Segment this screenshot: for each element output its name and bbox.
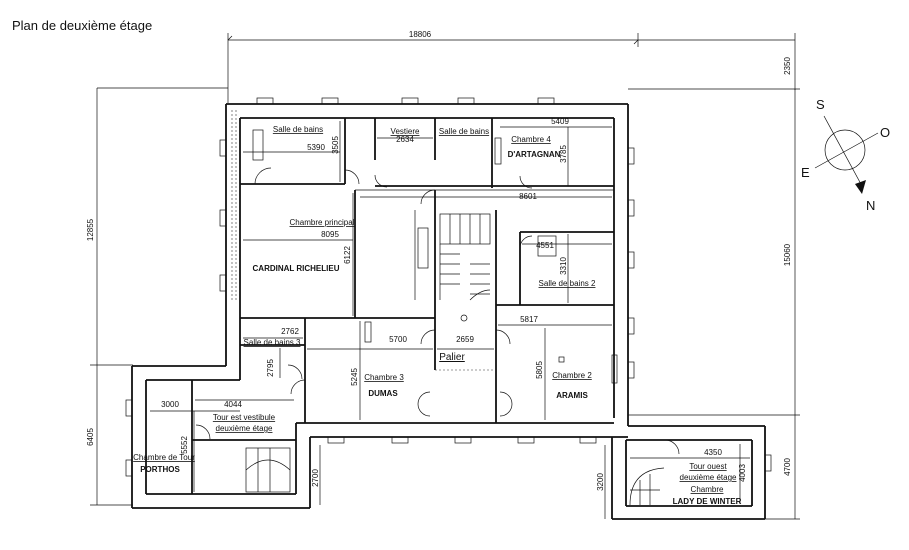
- dim-4551: 4551: [536, 241, 554, 250]
- dim-6122: 6122: [343, 246, 352, 264]
- compass-north-arrow: [855, 180, 866, 194]
- dim-8601: 8601: [519, 192, 537, 201]
- room-lady-de-winter: LADY DE WINTER: [673, 497, 742, 506]
- interior-partitions: [191, 110, 614, 494]
- room-salle-de-bains-2: Salle de bains: [439, 127, 489, 136]
- dim-2634: 2634: [396, 135, 414, 144]
- dim-5805: 5805: [535, 361, 544, 379]
- dim-2659: 2659: [456, 335, 474, 344]
- room-tour-est-1: Tour est vestibule: [213, 413, 276, 422]
- dim-4003: 4003: [738, 464, 747, 482]
- dim-bottom-left-small: 2700: [311, 469, 320, 487]
- room-salle-de-bains-bain2: Salle de bains 2: [539, 279, 596, 288]
- compass-n: N: [866, 198, 875, 213]
- compass-e: E: [801, 165, 810, 180]
- compass: S O E N: [801, 97, 890, 213]
- room-chambre-de-tour: Chambre de Tour: [133, 453, 195, 462]
- dim-3505: 3505: [331, 136, 340, 154]
- room-chambre-4: Chambre 4: [511, 135, 551, 144]
- room-vestiere: Vestiere: [391, 127, 420, 136]
- room-palier: Palier: [439, 352, 465, 363]
- room-cardinal-richelieu: CARDINAL RICHELIEU: [253, 264, 340, 273]
- compass-o: O: [880, 125, 890, 140]
- dim-3310: 3310: [559, 257, 568, 275]
- windows: [125, 97, 772, 477]
- dim-5390: 5390: [307, 143, 325, 152]
- dim-4350: 4350: [704, 448, 722, 457]
- dim-bottom-right-small: 3200: [596, 473, 605, 491]
- dim-top-width: 18806: [409, 30, 432, 39]
- room-salle-de-bains-3: Salle de bains 3: [244, 338, 301, 347]
- dim-5817: 5817: [520, 315, 538, 324]
- room-dartagnan: D'ARTAGNAN: [508, 150, 561, 159]
- dim-bottom-left-height: 6405: [86, 428, 95, 446]
- staircase-left-tower: [245, 447, 291, 493]
- doors: [195, 167, 680, 455]
- room-tour-ouest-2: deuxième étage: [680, 473, 737, 482]
- staircase-main: [439, 213, 491, 322]
- dim-5552: 5552: [180, 436, 189, 454]
- dim-2795: 2795: [266, 359, 275, 377]
- plan-title: Plan de deuxième étage: [12, 18, 153, 33]
- dim-5409: 5409: [551, 117, 569, 126]
- compass-s: S: [816, 97, 825, 112]
- room-chambre-principal: Chambre principal: [290, 218, 355, 227]
- dim-2762: 2762: [281, 327, 299, 336]
- dim-top-offset: 2350: [783, 57, 792, 75]
- dim-right-height: 15060: [783, 243, 792, 266]
- dim-5700: 5700: [389, 335, 407, 344]
- room-salle-de-bains-1: Salle de bains: [273, 125, 323, 134]
- dim-8095: 8095: [321, 230, 339, 239]
- compass-circle: [824, 129, 866, 171]
- room-chambre-3: Chambre 3: [364, 373, 404, 382]
- dim-5245: 5245: [350, 368, 359, 386]
- room-aramis: ARAMIS: [556, 391, 588, 400]
- room-chambre-lady: Chambre: [691, 485, 724, 494]
- dim-right-tower-height: 4700: [783, 458, 792, 476]
- room-chambre-2: Chambre 2: [552, 371, 592, 380]
- dim-3000: 3000: [161, 400, 179, 409]
- dim-left-height: 12855: [86, 218, 95, 241]
- compass-eo-axis: [814, 132, 879, 169]
- dim-4044: 4044: [224, 400, 242, 409]
- fixtures: [252, 129, 618, 384]
- compass-ns-axis: [823, 115, 863, 187]
- room-tour-ouest-1: Tour ouest: [689, 462, 727, 471]
- room-tour-est-2: deuxième étage: [216, 424, 273, 433]
- dim-3785: 3785: [559, 145, 568, 163]
- inner-dimension-lines: [150, 121, 750, 504]
- room-porthos: PORTHOS: [140, 465, 180, 474]
- staircase-right-tower: [629, 467, 665, 506]
- outer-dimensions: [90, 33, 800, 520]
- building-walls: [131, 103, 766, 520]
- room-dumas: DUMAS: [368, 389, 398, 398]
